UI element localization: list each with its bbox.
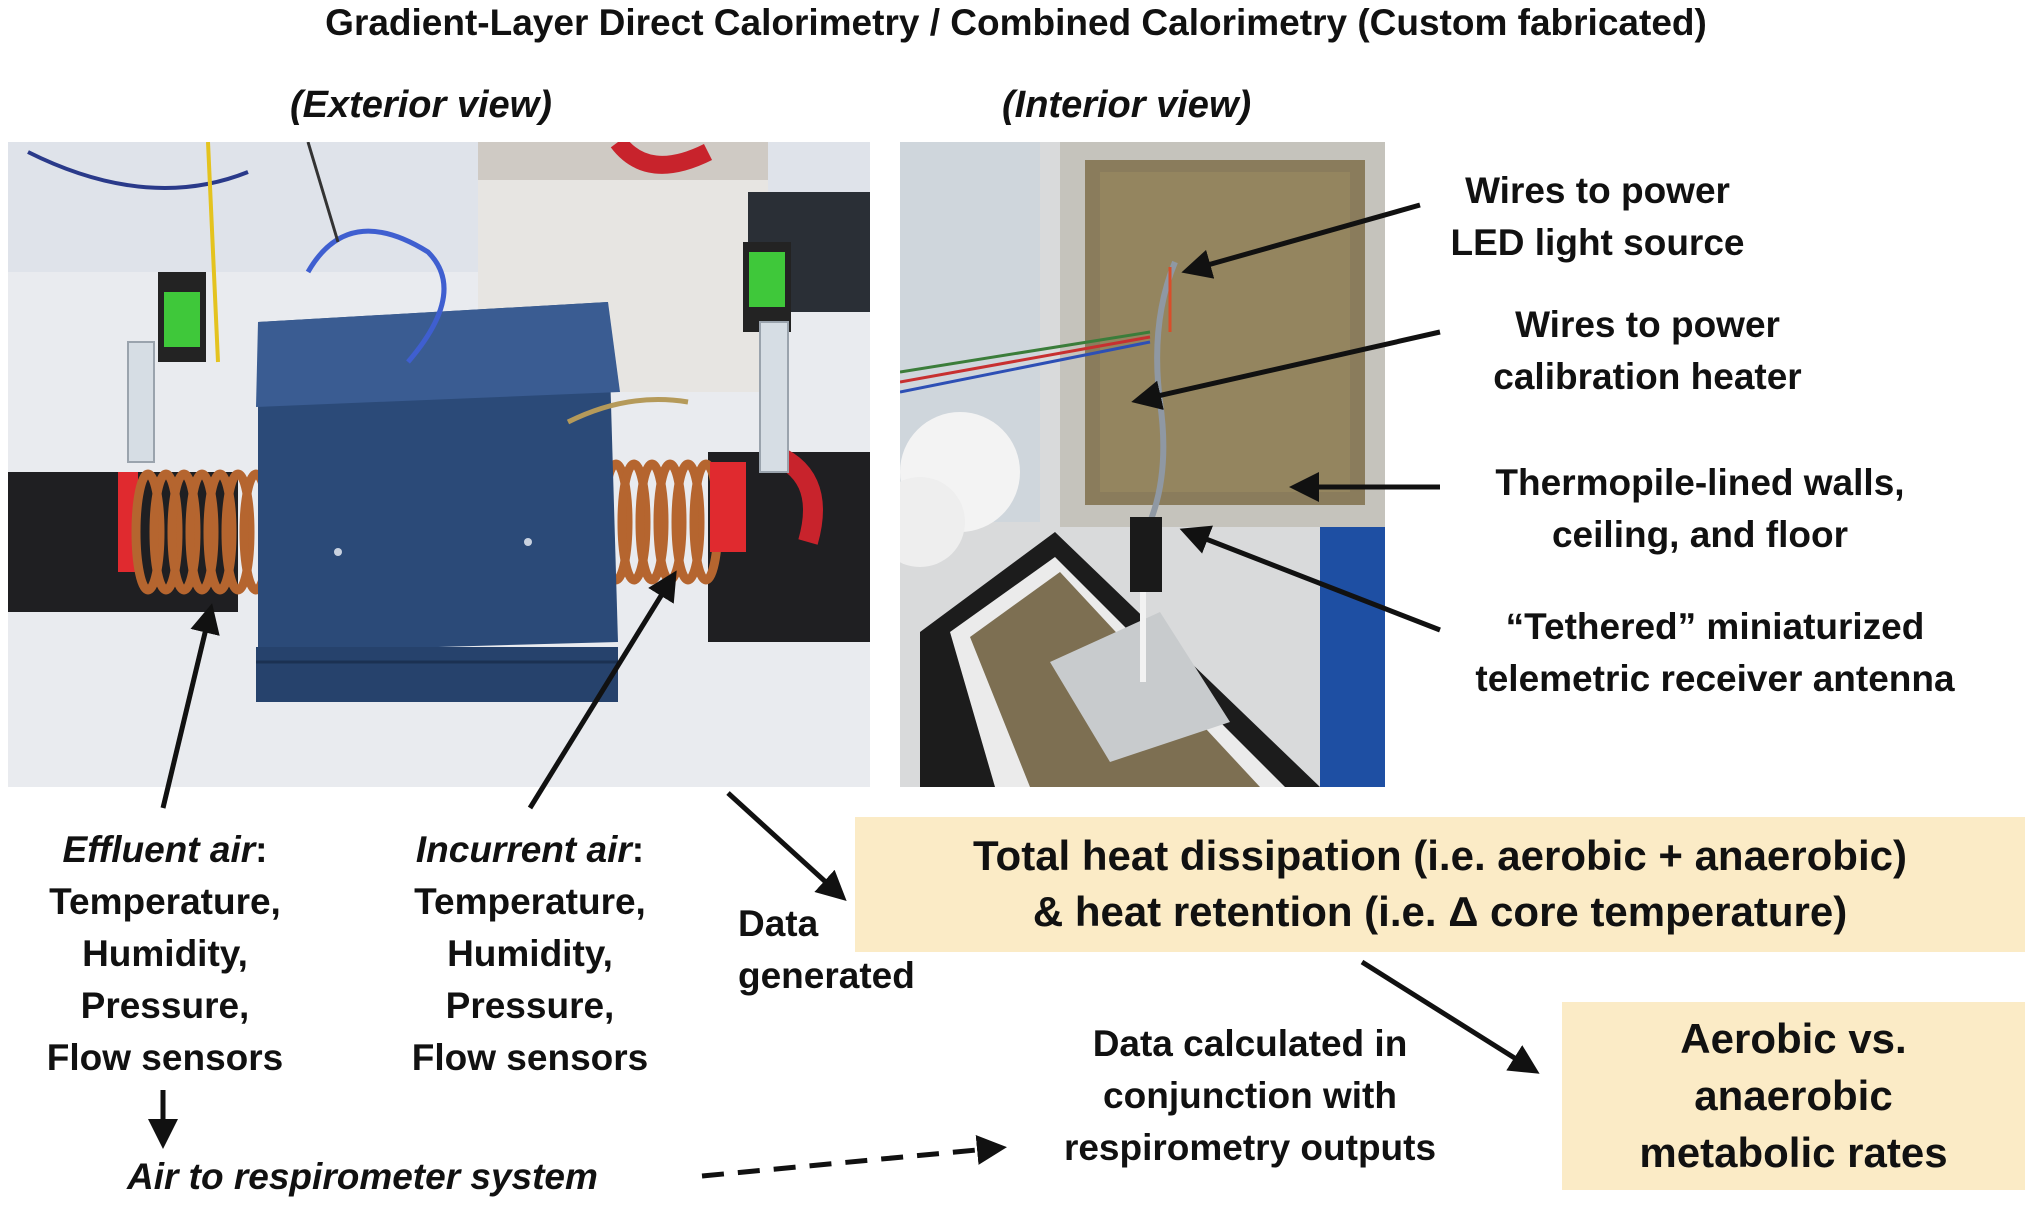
incurrent-line-4: Flow sensors xyxy=(411,1037,649,1078)
incurrent-line-1: Temperature, xyxy=(414,881,646,922)
figure-title: Gradient-Layer Direct Calorimetry / Comb… xyxy=(325,2,1707,43)
interior-view-label: (Interior view) xyxy=(1002,84,1252,126)
incurrent-air-name: Incurrent air xyxy=(415,829,632,870)
data-calculated-label: Data calculated in conjunction with resp… xyxy=(1025,1018,1475,1174)
callout-thermopile-line-1: Thermopile-lined walls, xyxy=(1495,462,1905,503)
exterior-photo xyxy=(8,142,870,787)
callout-heater-wires: Wires to power calibration heater xyxy=(1450,299,1845,403)
metabolic-line-1: Aerobic vs. xyxy=(1680,1015,1907,1062)
metabolic-line-2: anaerobic xyxy=(1694,1072,1893,1119)
data-generated-line-2: generated xyxy=(738,955,915,996)
arrow-led-wires xyxy=(1181,202,1421,279)
callout-antenna: “Tethered” miniaturized telemetric recei… xyxy=(1420,601,2010,705)
metabolic-rates-box xyxy=(1562,1002,2025,1190)
heat-box-line-1: Total heat dissipation (i.e. aerobic + a… xyxy=(973,832,1907,879)
heat-dissipation-text: Total heat dissipation (i.e. aerobic + a… xyxy=(855,828,2025,940)
callout-led-wires: Wires to power LED light source xyxy=(1400,165,1795,269)
data-calculated-line-2: conjunction with xyxy=(1103,1075,1397,1116)
arrow-dashed-respirometry xyxy=(701,1135,1007,1179)
arrow-effluent xyxy=(160,603,220,809)
incurrent-air-colon: : xyxy=(631,829,645,870)
callout-thermopile-line-2: ceiling, and floor xyxy=(1551,514,1849,555)
data-calculated-line-1: Data calculated in xyxy=(1092,1023,1408,1064)
heat-dissipation-box xyxy=(855,817,2025,952)
effluent-line-4: Flow sensors xyxy=(46,1037,284,1078)
data-generated-line-1: Data xyxy=(738,903,819,944)
metabolic-rates-text: Aerobic vs. anaerobic metabolic rates xyxy=(1562,1010,2025,1181)
arrow-heater-wires xyxy=(1131,329,1441,410)
effluent-line-2: Humidity, xyxy=(82,933,248,974)
effluent-line-3: Pressure, xyxy=(80,985,250,1026)
effluent-line-1: Temperature, xyxy=(49,881,281,922)
incurrent-air-label: Incurrent air: Temperature, Humidity, Pr… xyxy=(375,824,685,1084)
callout-heater-wires-line-2: calibration heater xyxy=(1493,356,1802,397)
exterior-view-label: (Exterior view) xyxy=(290,84,552,126)
effluent-air-name: Effluent air xyxy=(62,829,256,870)
arrow-incurrent xyxy=(527,570,677,810)
callout-antenna-line-1: “Tethered” miniaturized xyxy=(1505,606,1925,647)
incurrent-line-2: Humidity, xyxy=(447,933,613,974)
data-calculated-line-3: respirometry outputs xyxy=(1063,1127,1437,1168)
arrow-heat-to-metabolic xyxy=(1360,959,1540,1074)
callout-thermopile-walls: Thermopile-lined walls, ceiling, and flo… xyxy=(1450,457,1950,561)
interior-photo xyxy=(900,142,1385,787)
callout-led-wires-line-2: LED light source xyxy=(1450,222,1745,263)
callout-antenna-line-2: telemetric receiver antenna xyxy=(1475,658,1955,699)
arrow-data-generated xyxy=(726,791,847,902)
metabolic-line-3: metabolic rates xyxy=(1639,1129,1948,1176)
incurrent-line-3: Pressure, xyxy=(445,985,615,1026)
callout-led-wires-line-1: Wires to power xyxy=(1465,170,1730,211)
heat-box-line-2: & heat retention (i.e. Δ core temperatur… xyxy=(1032,888,1848,935)
arrow-antenna xyxy=(1179,525,1441,633)
effluent-air-colon: : xyxy=(255,829,268,870)
data-generated-label: Data generated xyxy=(738,898,915,1002)
effluent-air-label: Effluent air: Temperature, Humidity, Pre… xyxy=(10,824,320,1084)
air-to-respirometer-label: Air to respirometer system xyxy=(127,1156,598,1197)
callout-heater-wires-line-1: Wires to power xyxy=(1515,304,1780,345)
